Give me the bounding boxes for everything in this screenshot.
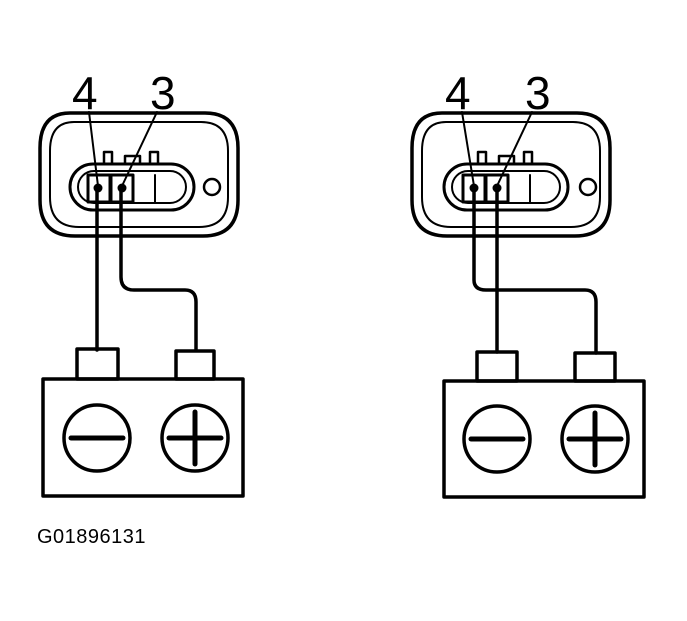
pin-4-dot [93,183,103,193]
wire-positive [119,190,198,352]
leader-line-3 [496,111,533,187]
plus-icon [560,404,630,474]
plus-icon [160,403,230,473]
pin-label-3: 3 [525,67,551,119]
figure-code: G01896131 [37,526,147,548]
pin-label-3: 3 [150,67,176,119]
battery [442,350,646,499]
pin-3-dot [492,183,502,193]
minus-icon [462,404,532,474]
pin-label-4: 4 [445,67,471,119]
test-setup-left: 4 3 [38,67,245,498]
pin-3-dot [117,183,127,193]
pin-4-dot [469,183,479,193]
battery [41,347,245,498]
leader-line-4 [461,111,475,187]
wire-positive [472,190,598,355]
leader-line-4 [88,111,99,187]
test-setup-right: 4 3 [410,67,646,499]
connector [410,111,612,238]
leader-line-3 [121,111,158,187]
minus-icon [62,403,132,473]
connector [38,111,240,238]
pin-label-4: 4 [72,67,98,119]
